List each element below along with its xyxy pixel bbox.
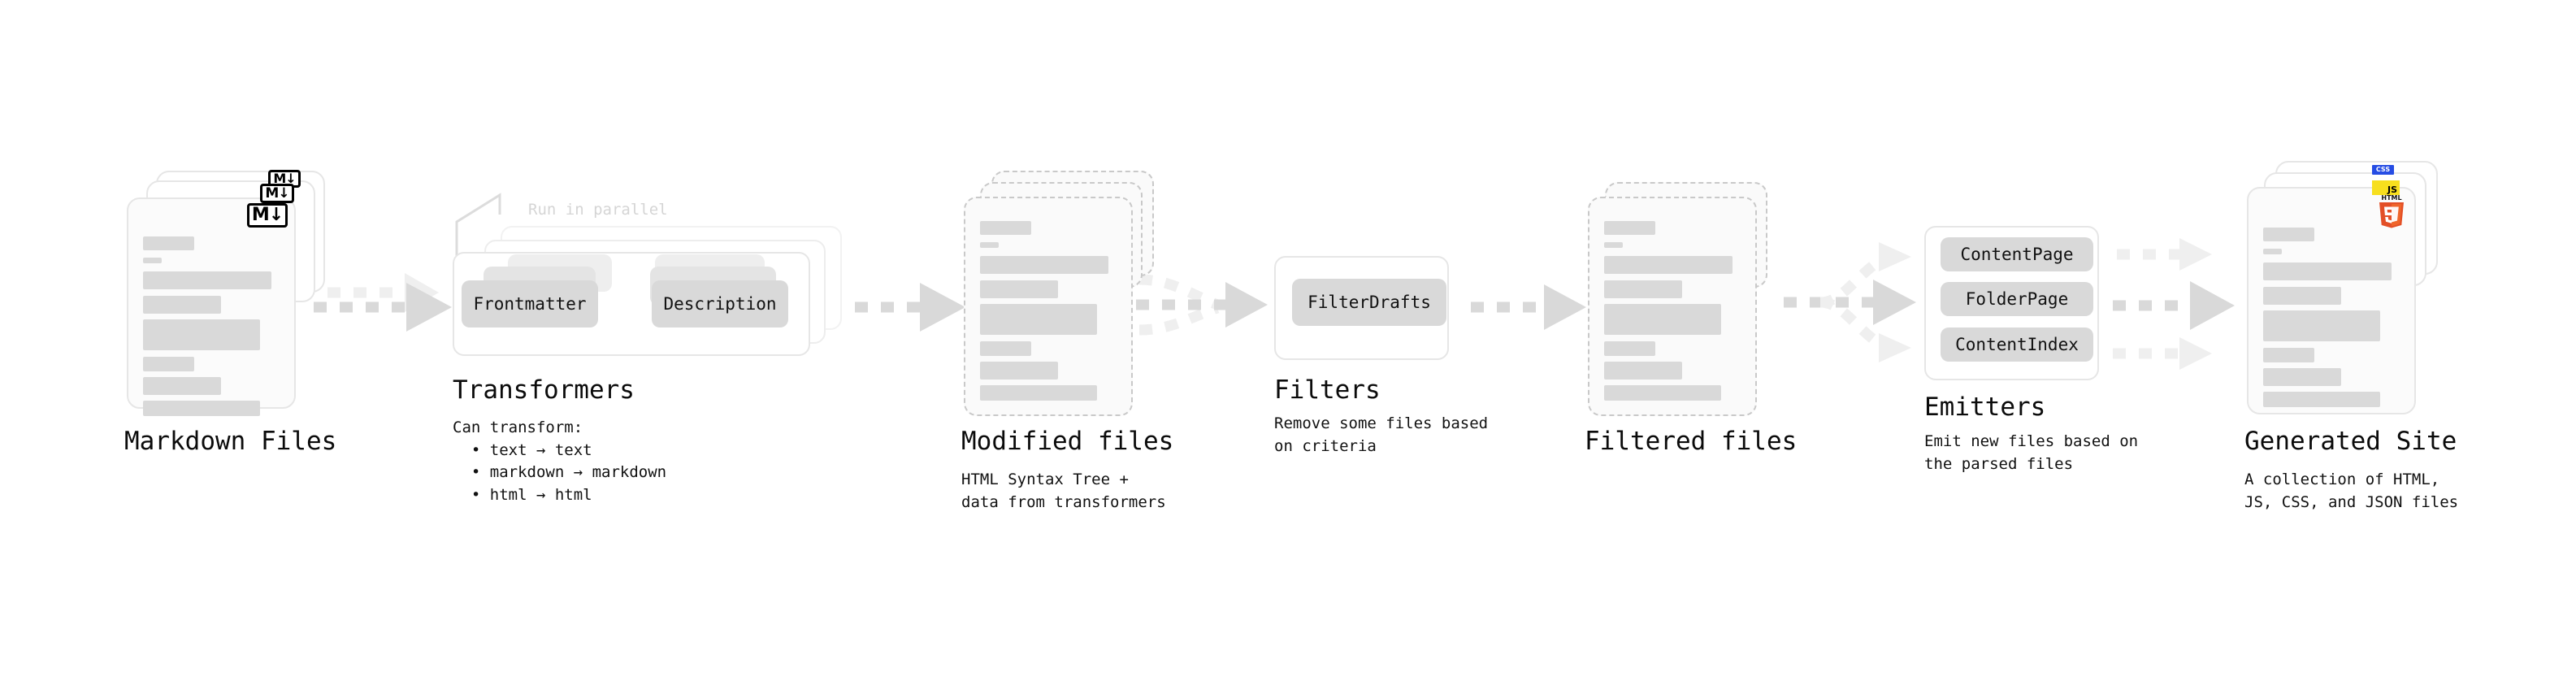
arrow-transformers-to-modified [829,283,965,332]
markdown-file-skeleton [128,199,294,416]
arrow-modified-to-filters [1136,274,1268,336]
transformers-title: Transformers [453,375,635,405]
markdown-icon: M↓ [247,203,288,228]
filters-subtitle: Remove some files based on criteria [1274,414,1489,455]
run-in-parallel-label: Run in parallel [528,201,668,219]
filtered-files-title: Filtered files [1585,427,1798,456]
generated-site-title: Generated Site [2244,427,2457,456]
modified-files-subtitle: HTML Syntax Tree + data from transformer… [961,471,1166,511]
emitter-pill-contentindex[interactable]: ContentIndex [1941,327,2093,362]
modified-file-front [964,197,1133,416]
filtered-file-skeleton [1589,198,1755,414]
modified-files-title: Modified files [961,427,1174,456]
emitter-pill-contentpage[interactable]: ContentPage [1941,237,2093,271]
markdown-icon-back-2: M↓ [268,170,301,188]
css-icon: CSS [2372,165,2394,175]
transformer-pill-description[interactable]: Description [652,280,788,327]
markdown-file-front [127,197,296,416]
filter-pill-filterdrafts[interactable]: FilterDrafts [1292,279,1446,326]
arrow-emitters-to-generated [2113,238,2235,370]
html5-icon: HTML [2376,193,2407,228]
js-icon: JS [2372,180,2400,195]
filtered-file-front [1588,197,1757,416]
markdown-icon-back-1: M↓ [260,184,294,203]
transformer-pill-frontmatter[interactable]: Frontmatter [462,280,598,327]
emitters-subtitle: Emit new files based on the parsed files [1924,432,2139,473]
html5-wordmark: HTML [2381,194,2401,202]
emitter-pill-folderpage[interactable]: FolderPage [1941,282,2093,316]
arrow-filtered-to-emitters [1784,242,1916,362]
filters-title: Filters [1274,375,1381,405]
emitters-title: Emitters [1924,393,2046,422]
modified-file-skeleton [965,198,1131,414]
generated-site-subtitle: A collection of HTML, JS, CSS, and JSON … [2244,471,2459,511]
markdown-files-title: Markdown Files [124,427,337,456]
arrow-filters-to-filtered [1471,284,1586,330]
transformers-subtitle: Can transform: • text → text • markdown … [453,419,667,504]
generated-file-skeleton [2249,189,2414,413]
arrow-markdown-to-transformers [314,273,452,332]
